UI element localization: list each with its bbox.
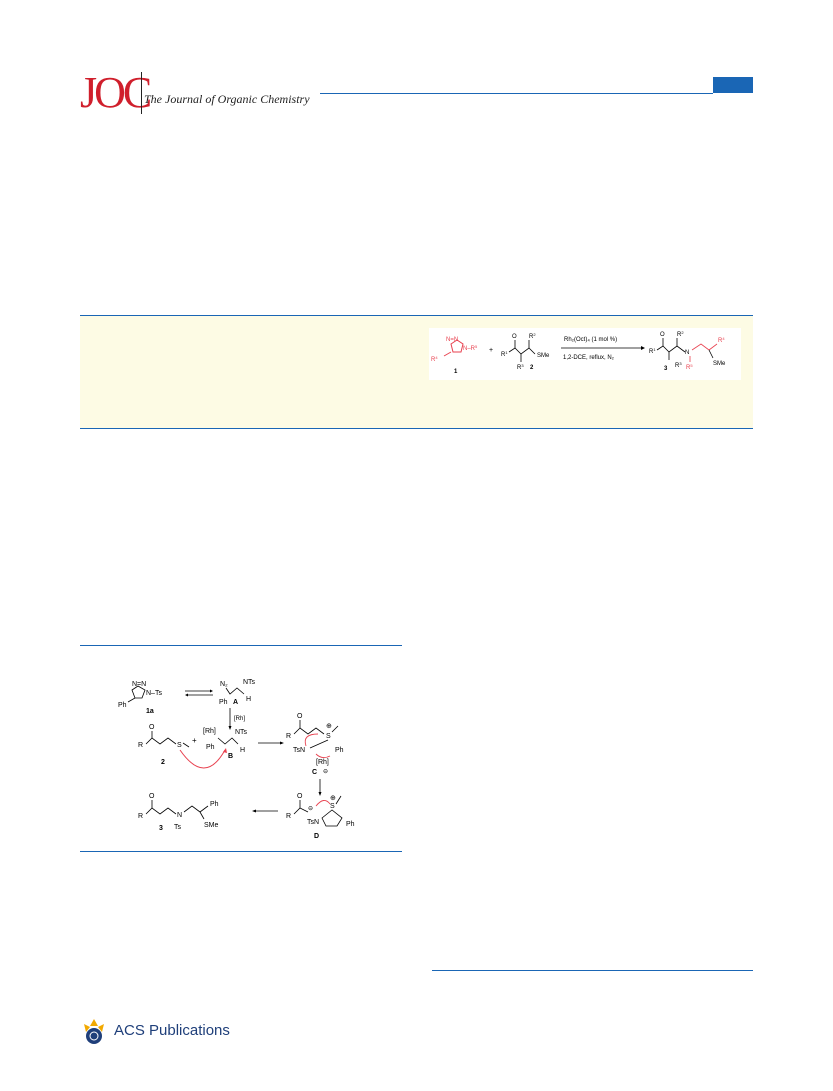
reactant2-r3: R3 — [517, 363, 524, 371]
mechanism-svg: N=N N–Ts Ph 1a N₂ NTs H Ph A [Rh] R — [118, 679, 355, 840]
header-article-type-tab — [713, 77, 753, 93]
svg-text:O: O — [660, 332, 665, 338]
reactant2-sme: SMe — [537, 353, 550, 359]
c-s-charge: ⊕ — [326, 723, 332, 730]
acs-emblem-icon — [84, 1019, 104, 1044]
p3-sme: SMe — [204, 822, 219, 829]
triazole-ring-label: N=N — [132, 681, 146, 688]
d-carbanion-charge: ⊖ — [308, 806, 313, 812]
svg-text:O: O — [297, 713, 303, 720]
label-d: D — [314, 833, 319, 840]
b-nts: NTs — [235, 729, 248, 736]
compound-3-number: 3 — [664, 366, 668, 372]
ketene-dithioacetal-reactant: R1 O R2 R3 SMe 2 — [501, 332, 550, 371]
svg-text:O: O — [149, 793, 155, 800]
intermediate-d: R O ⊖ S ⊕ TsN Ph D — [286, 793, 355, 840]
mechanism-scheme: N=N N–Ts Ph 1a N₂ NTs H Ph A [Rh] R — [80, 645, 402, 852]
p3-r: R — [138, 813, 143, 820]
triazole-n-substituent: N–R5 — [463, 344, 478, 352]
triazole-reactant: N=N N–R5 R4 1 — [431, 337, 478, 375]
toc-reaction-graphic: N=N N–R5 R4 1 + R1 O R2 R3 SMe 2 — [429, 328, 741, 380]
label-a: A — [233, 699, 238, 706]
label-1a: 1a — [146, 708, 154, 715]
product-r4: R4 — [718, 336, 725, 344]
header-rule — [320, 93, 713, 94]
logo-divider — [141, 72, 142, 114]
toc-reaction-svg: N=N N–R5 R4 1 + R1 O R2 R3 SMe 2 — [431, 330, 726, 375]
d-s-charge: ⊕ — [330, 795, 336, 802]
c-tsn: TsN — [293, 747, 305, 754]
svg-text:O: O — [512, 334, 517, 340]
product-r3: R3 — [675, 361, 682, 369]
b-h: H — [240, 747, 245, 754]
label-b: B — [228, 753, 233, 760]
compound-2-number: 2 — [530, 365, 534, 371]
journal-title: The Journal of Organic Chemistry — [144, 92, 310, 106]
a-nts: NTs — [243, 679, 256, 686]
reactant2-r2: R2 — [529, 332, 536, 340]
product-3: R1 O R2 R3 N R5 R4 SMe 3 — [649, 330, 726, 372]
b-rh: [Rh] — [203, 728, 216, 735]
p3-ph: Ph — [210, 801, 219, 808]
c-rh: [Rh] — [316, 759, 329, 766]
triazole-ph: Ph — [118, 702, 127, 709]
d-r: R — [286, 813, 291, 820]
conditions-below: 1,2-DCE, reflux, N₂ — [563, 355, 615, 361]
c-r: R — [286, 733, 291, 740]
product-3-scheme: R O N Ts Ph SMe 3 — [138, 793, 219, 832]
reaction-arrow: Rh₂(Oct)₄ (1 mol %) 1,2-DCE, reflux, N₂ — [561, 337, 645, 361]
intermediate-b: [Rh] NTs H Ph B — [203, 728, 248, 760]
reactant2-r1: R1 — [501, 350, 508, 358]
acs-publications-text: ACS Publications — [114, 1022, 230, 1039]
compound-1-number: 1 — [454, 369, 458, 375]
product-sme: SMe — [713, 361, 726, 367]
label-2: 2 — [161, 759, 165, 766]
conditions-above: Rh₂(Oct)₄ (1 mol %) — [564, 337, 617, 343]
intermediate-c: R O S ⊕ TsN Ph [Rh] ⊖ C — [286, 713, 344, 776]
intermediate-a: N₂ NTs H Ph A — [219, 679, 256, 706]
plus-sign: + — [192, 736, 197, 745]
b-ph: Ph — [206, 744, 215, 751]
triazole-1a: N=N N–Ts Ph 1a — [118, 681, 162, 715]
product-n: N — [685, 350, 689, 356]
product-r5: R5 — [686, 363, 693, 371]
abstract-box: N=N N–R5 R4 1 + R1 O R2 R3 SMe 2 — [80, 315, 753, 429]
substrate-r: R — [138, 742, 143, 749]
product-r1: R1 — [649, 347, 656, 355]
svg-text:O: O — [297, 793, 303, 800]
a-h: H — [246, 696, 251, 703]
label-c: C — [312, 769, 317, 776]
rh-catalyst-label: [Rh] — [234, 716, 245, 722]
c-s: S — [326, 733, 331, 740]
footnote-rule — [432, 970, 753, 971]
triazole-ring-label: N=N — [446, 337, 458, 343]
p3-ts: Ts — [174, 824, 182, 831]
d-tsn: TsN — [307, 819, 319, 826]
triazole-c-substituent: R4 — [431, 355, 438, 363]
c-rh-charge: ⊖ — [323, 769, 328, 775]
substrate-s: S — [177, 742, 182, 749]
a-n2: N₂ — [220, 681, 228, 688]
a-ph: Ph — [219, 699, 228, 706]
acs-publications-logo: ACS Publications — [80, 1018, 240, 1044]
substrate-2: R O S 2 + — [138, 724, 197, 766]
product-r2: R2 — [677, 330, 684, 338]
plus-sign: + — [489, 347, 493, 354]
svg-text:N: N — [177, 812, 182, 819]
label-3: 3 — [159, 825, 163, 832]
triazole-ts: N–Ts — [146, 690, 162, 697]
svg-text:O: O — [149, 724, 155, 731]
c-ph: Ph — [335, 747, 344, 754]
joc-logo: JOC — [80, 68, 152, 117]
d-ph: Ph — [346, 821, 355, 828]
d-s: S — [330, 803, 335, 810]
journal-header: JOC The Journal of Organic Chemistry — [80, 70, 753, 120]
